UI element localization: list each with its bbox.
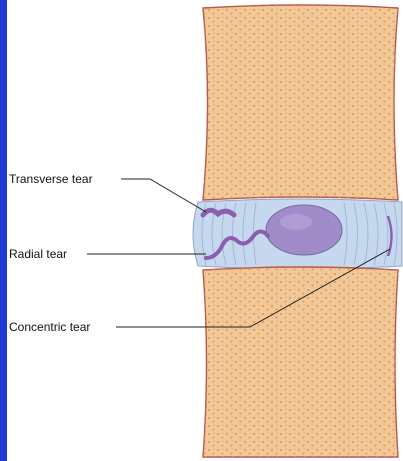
lower-vertebra [203, 267, 398, 457]
transverse-leader [121, 179, 206, 212]
lower-vertebra-texture [203, 267, 398, 457]
nucleus-pulposus [266, 205, 342, 255]
label-concentric-tear: Concentric tear [9, 320, 90, 334]
intervertebral-disc [193, 199, 402, 269]
label-radial-tear: Radial tear [9, 247, 67, 261]
upper-vertebra-texture [203, 5, 398, 200]
upper-vertebra [203, 5, 398, 200]
label-transverse-tear: Transverse tear [9, 172, 93, 186]
